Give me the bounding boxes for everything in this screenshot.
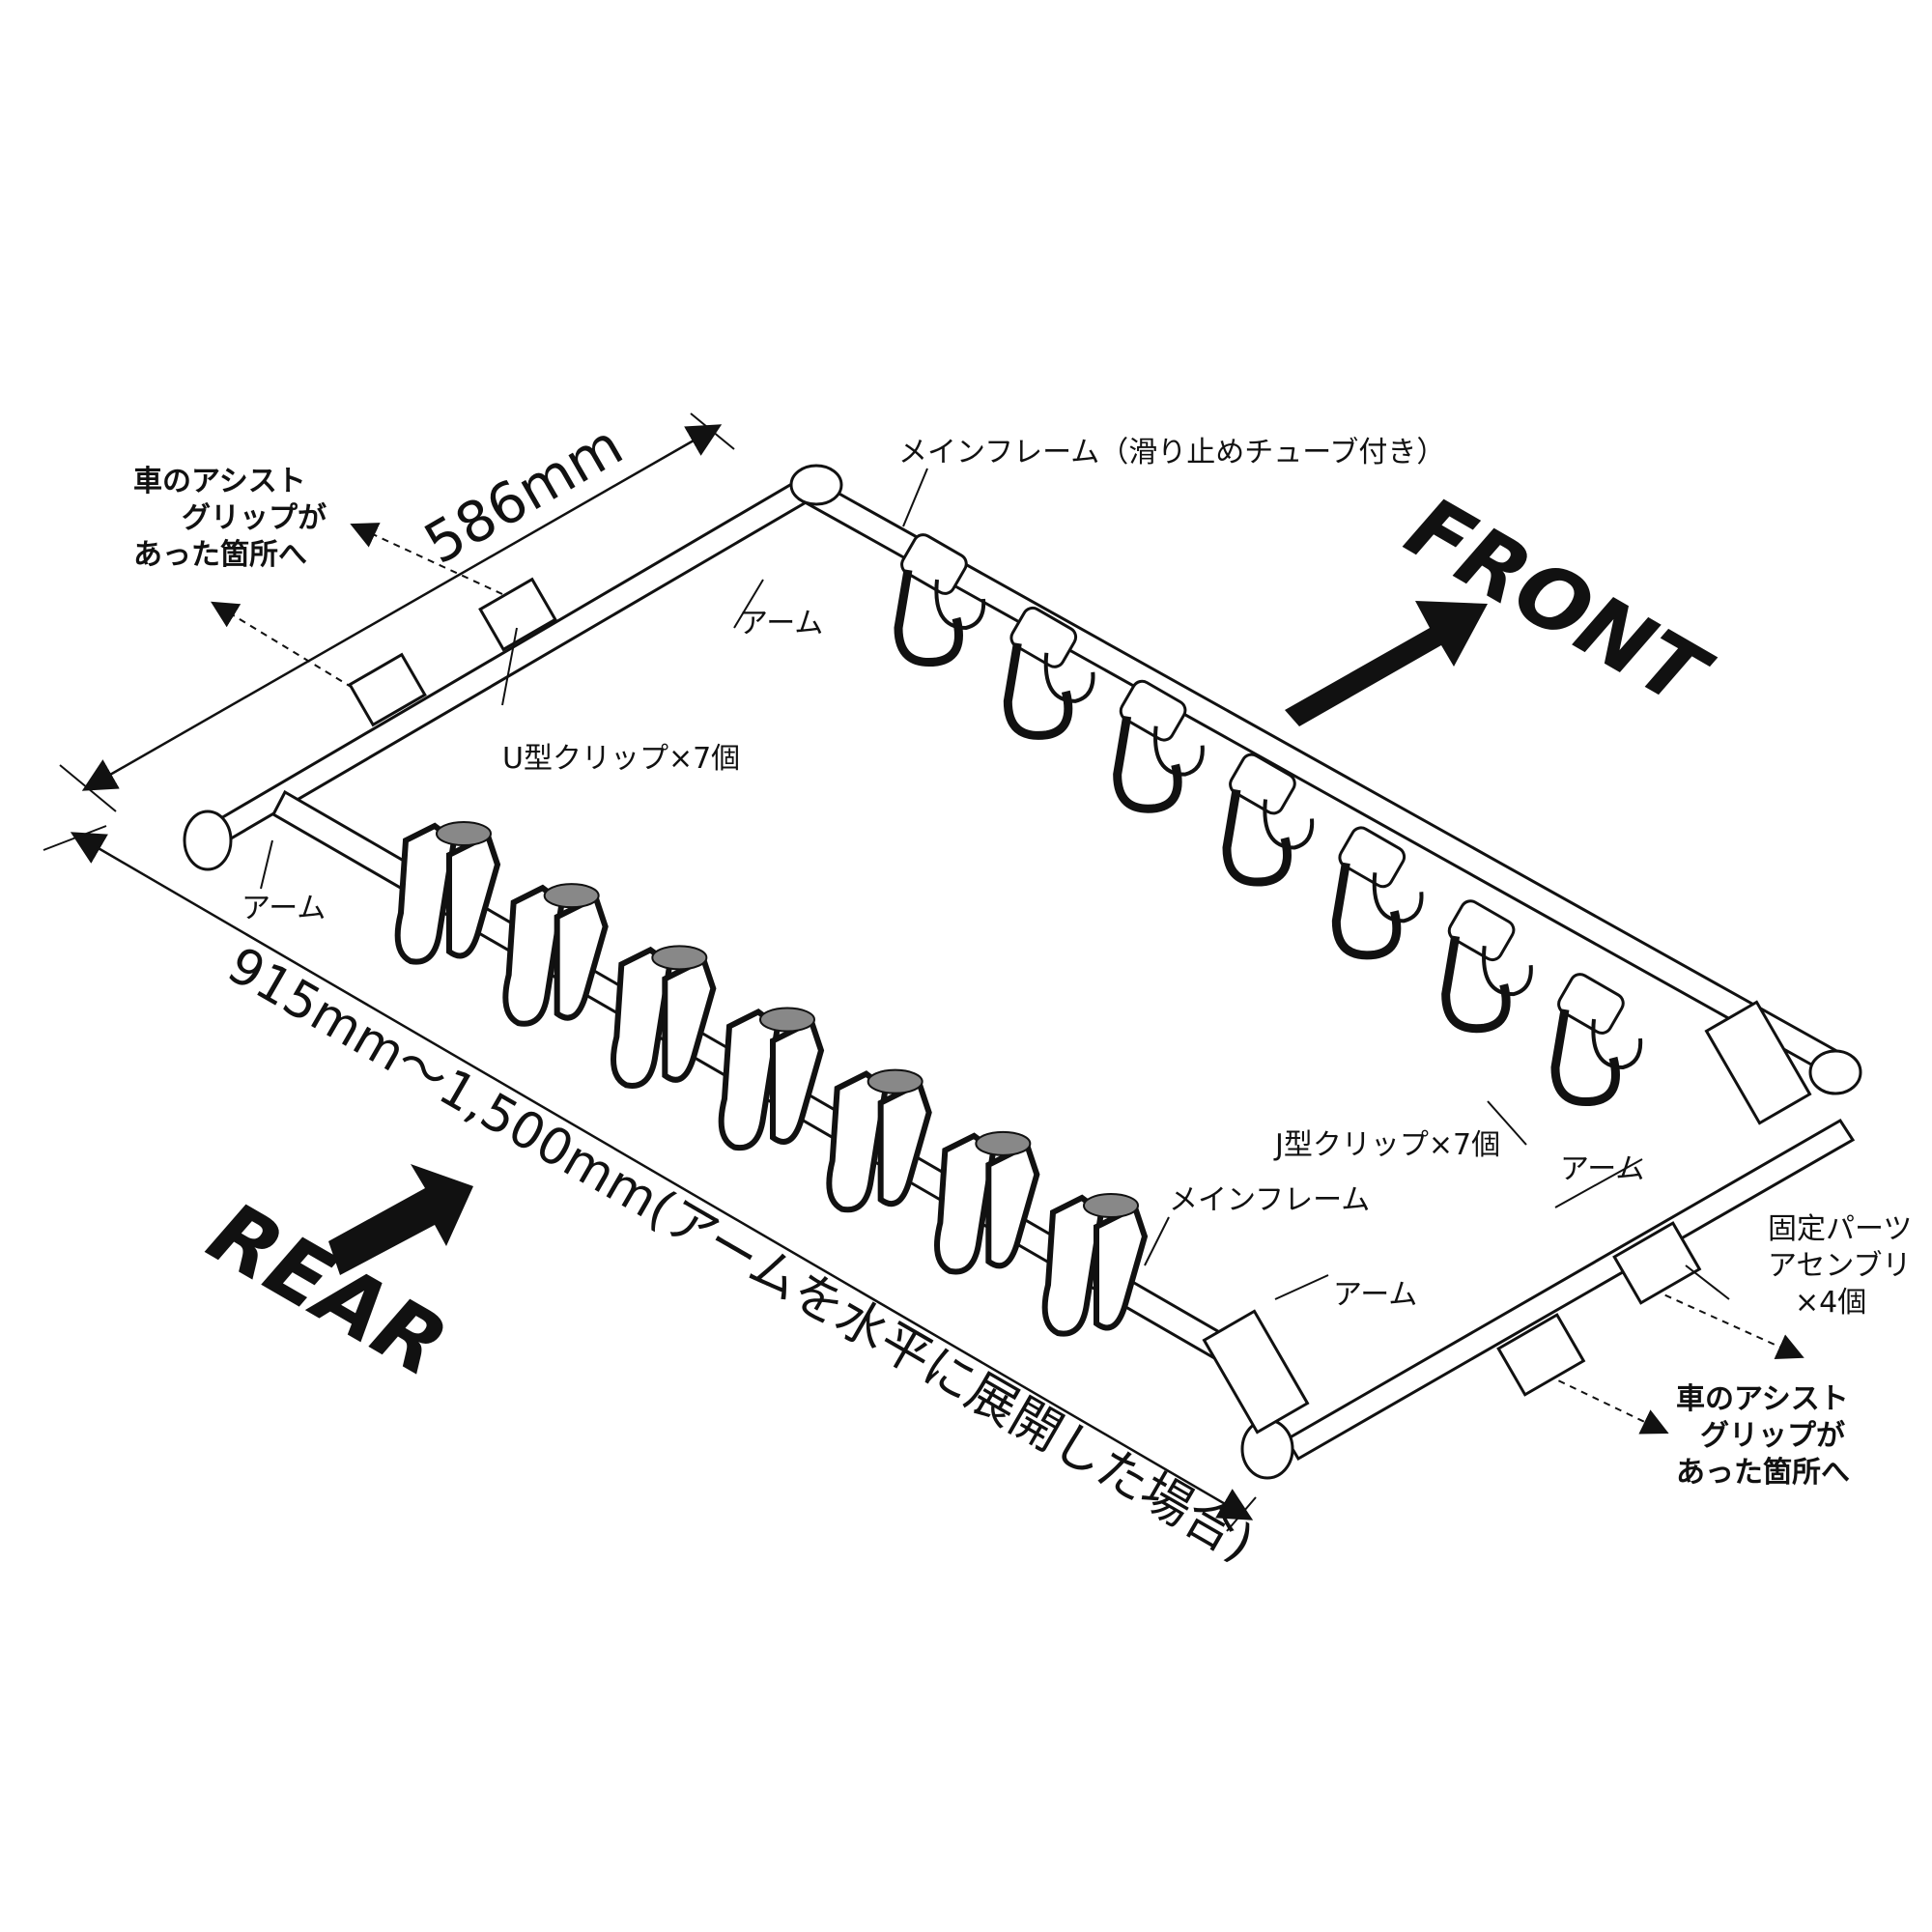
u-clip xyxy=(718,1007,825,1151)
j-clip xyxy=(1441,899,1533,1034)
j-clip-label: J型クリップ×7個 xyxy=(1273,1128,1500,1162)
right-arm-bar xyxy=(1284,1118,1856,1462)
rear-direction: REAR xyxy=(193,1164,473,1396)
arm-label-top: アーム xyxy=(739,607,823,640)
arm-label-left: アーム xyxy=(242,892,326,925)
assist-grip-left-line2: グリップが xyxy=(182,501,327,535)
fixing-parts-line2: アセンブリ xyxy=(1768,1249,1912,1283)
arm-label-bottom: アーム xyxy=(1333,1278,1417,1312)
j-clip xyxy=(1331,826,1424,960)
u-clip xyxy=(1041,1193,1149,1337)
left-end-cap xyxy=(183,810,233,871)
fixing-parts-line1: 固定パーツ xyxy=(1768,1212,1912,1246)
j-clip xyxy=(1222,753,1315,887)
assist-grip-right-line3: あった箇所へ xyxy=(1676,1456,1850,1490)
u-clip-row xyxy=(394,821,1149,1337)
j-clip xyxy=(1550,973,1643,1107)
j-clip xyxy=(1003,606,1095,740)
right-end-cap xyxy=(1240,1418,1294,1480)
fixing-part-2 xyxy=(478,577,557,652)
top-left-joint xyxy=(789,464,843,506)
assist-grip-left-line1: 車のアシスト xyxy=(133,465,306,498)
fixing-part-1 xyxy=(348,652,427,727)
fixing-parts-line3: ×4個 xyxy=(1795,1286,1866,1320)
top-right-arm-hinge xyxy=(1704,1000,1812,1125)
rear-arrow-icon xyxy=(328,1164,473,1275)
j-clip xyxy=(1113,679,1205,813)
assist-grip-pointer-left: 車のアシスト グリップが あった箇所へ xyxy=(133,465,503,689)
assist-grip-left-line3: あった箇所へ xyxy=(133,538,307,572)
arm-label-right: アーム xyxy=(1560,1152,1644,1186)
u-clip xyxy=(611,945,717,1089)
j-clip xyxy=(894,533,986,668)
u-clip xyxy=(934,1130,1040,1275)
j-clip-row xyxy=(894,533,1643,1107)
assist-grip-pointer-right: 車のアシスト グリップが あった箇所へ xyxy=(1535,1284,1850,1490)
top-right-joint xyxy=(1808,1049,1862,1095)
fixing-part-4 xyxy=(1612,1221,1702,1305)
main-frame-bottom-label: メインフレーム xyxy=(1169,1183,1370,1217)
u-clip xyxy=(502,883,609,1027)
u-clip xyxy=(394,821,501,965)
leader-lines xyxy=(260,468,1730,1300)
bottom-right-arm-hinge xyxy=(1202,1309,1310,1435)
assist-grip-right-line2: グリップが xyxy=(1700,1419,1845,1453)
front-arrow-icon xyxy=(1285,601,1488,726)
front-direction: FRONT xyxy=(1285,477,1726,728)
u-clip-label: U型クリップ×7個 xyxy=(502,742,740,776)
assist-grip-right-line1: 車のアシスト xyxy=(1676,1382,1849,1416)
fixing-part-3 xyxy=(1496,1313,1586,1397)
u-clip xyxy=(826,1068,932,1213)
main-frame-top-label: メインフレーム（滑り止めチューブ付き） xyxy=(898,436,1445,469)
